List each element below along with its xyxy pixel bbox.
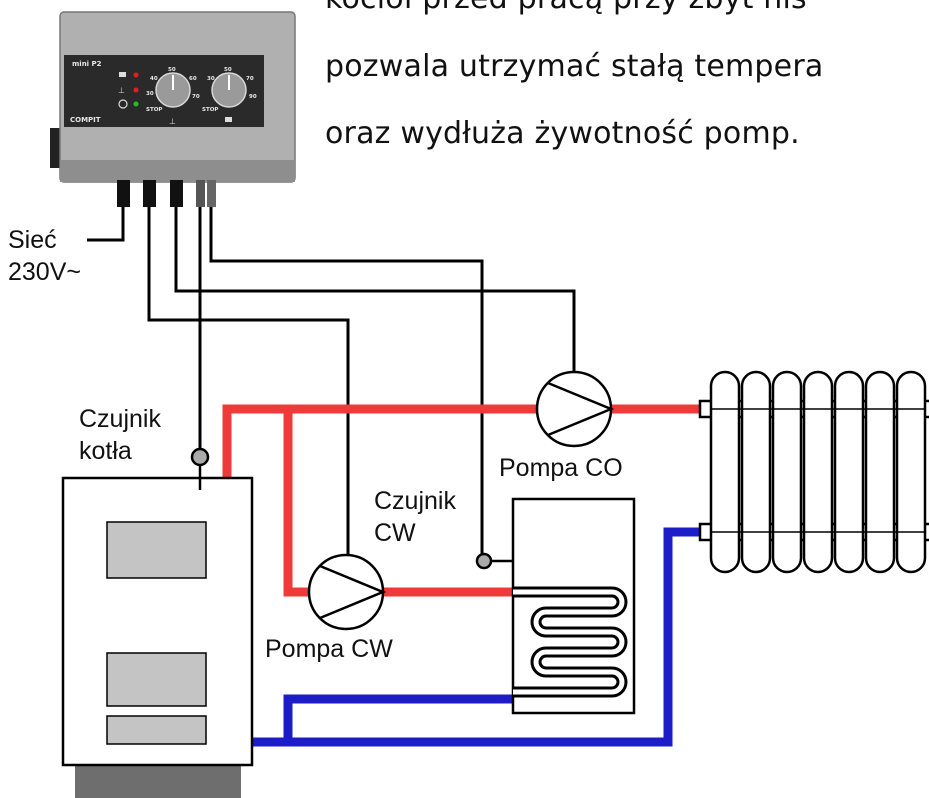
label-czujnik-cw-line2: CW	[374, 519, 416, 547]
pompa-co-triangle	[547, 381, 615, 437]
radiator	[698, 370, 929, 574]
label-siec: Sieć 230V~	[8, 224, 81, 288]
label-czujnik-kotla: Czujnik kotła	[79, 403, 161, 467]
controller-brand-label: COMPIT	[70, 116, 101, 124]
status-led-red-1	[133, 72, 139, 78]
pompa-cw-pump	[307, 553, 387, 631]
dial1-tick-70: 70	[192, 94, 200, 100]
cable-gland-4	[196, 180, 205, 207]
cold-pipes	[250, 527, 708, 747]
wire-power	[87, 207, 125, 242]
cable-gland-2	[143, 180, 156, 207]
label-czujnik-kotla-line2: kotła	[79, 437, 132, 465]
tank-coil-inner	[513, 589, 625, 695]
radiator-section-5	[833, 370, 865, 574]
dial2-tick-30: 30	[207, 76, 215, 82]
status-led-green	[133, 101, 139, 107]
description-line-3: oraz wydłuża żywotność pomp.	[325, 116, 800, 151]
controller-model-label: mini P2	[72, 60, 102, 68]
label-pompa-cw: Pompa CW	[265, 635, 393, 663]
controller-base-shade	[60, 160, 295, 182]
dial1-tick-30: 30	[146, 91, 154, 97]
label-czujnik-cw: Czujnik CW	[374, 485, 456, 549]
radiator-mini-icon	[119, 72, 126, 77]
dial1-tick-60: 60	[189, 76, 197, 82]
cold-pipe-from-tank	[283, 694, 513, 742]
czujnik-cw-sensor	[475, 552, 493, 570]
boiler	[61, 447, 254, 798]
cable-gland-3	[170, 180, 183, 207]
pompa-cw-triangle	[319, 564, 387, 620]
dial2-stop: STOP	[202, 107, 218, 113]
power-icon	[118, 99, 128, 109]
radiator-section-2	[740, 370, 772, 574]
pompa-co-pump	[535, 370, 615, 448]
wire-pompa-cw	[147, 207, 350, 557]
label-czujnik-kotla-line1: Czujnik	[79, 405, 161, 433]
label-pompa-co: Pompa CO	[499, 454, 623, 482]
dial1-tick-40: 40	[150, 76, 158, 82]
hot-pipes	[222, 404, 712, 597]
dial2-tick-50: 50	[224, 67, 232, 73]
dial1-tick-50: 50	[168, 67, 176, 73]
czujnik-kotla-sensor	[190, 447, 210, 467]
hot-pipe-branch	[283, 409, 311, 597]
tap-mini-icon: ⊥	[118, 86, 125, 95]
radiator-section-3	[771, 370, 803, 574]
label-czujnik-cw-line1: Czujnik	[374, 487, 456, 515]
description-line-1: kocioł przed pracą przy zbyt nis	[325, 0, 807, 16]
boiler-panel-middle	[106, 652, 207, 707]
cable-gland-1	[117, 180, 130, 207]
description-line-2: pozwala utrzymać stałą tempera	[325, 49, 824, 84]
dial2-tick-70: 70	[246, 76, 254, 82]
dial1-stop: STOP	[146, 107, 162, 113]
tap-icon: ⊥	[169, 117, 176, 126]
radiator-small-icon	[225, 117, 232, 122]
radiator-section-1	[709, 370, 741, 574]
boiler-panel-top	[106, 521, 207, 579]
cable-gland-5	[207, 180, 216, 207]
radiator-section-7	[895, 370, 927, 574]
status-led-red-2	[133, 87, 139, 93]
hot-pipe-main	[222, 404, 540, 478]
hot-water-tank	[475, 497, 636, 715]
boiler-panel-bottom	[106, 715, 207, 745]
dial2-tick-90: 90	[249, 94, 257, 100]
boiler-base	[75, 764, 241, 798]
wire-pompa-co	[174, 207, 576, 372]
label-voltage-text: 230V~	[8, 258, 81, 286]
radiator-section-4	[802, 370, 834, 574]
cold-pipe-return	[250, 527, 708, 747]
controller-unit: mini P2 COMPIT ⊥ 40 50 60 70 30 STOP 30 …	[50, 11, 296, 207]
label-siec-text: Sieć	[8, 226, 57, 254]
radiator-section-6	[864, 370, 896, 574]
